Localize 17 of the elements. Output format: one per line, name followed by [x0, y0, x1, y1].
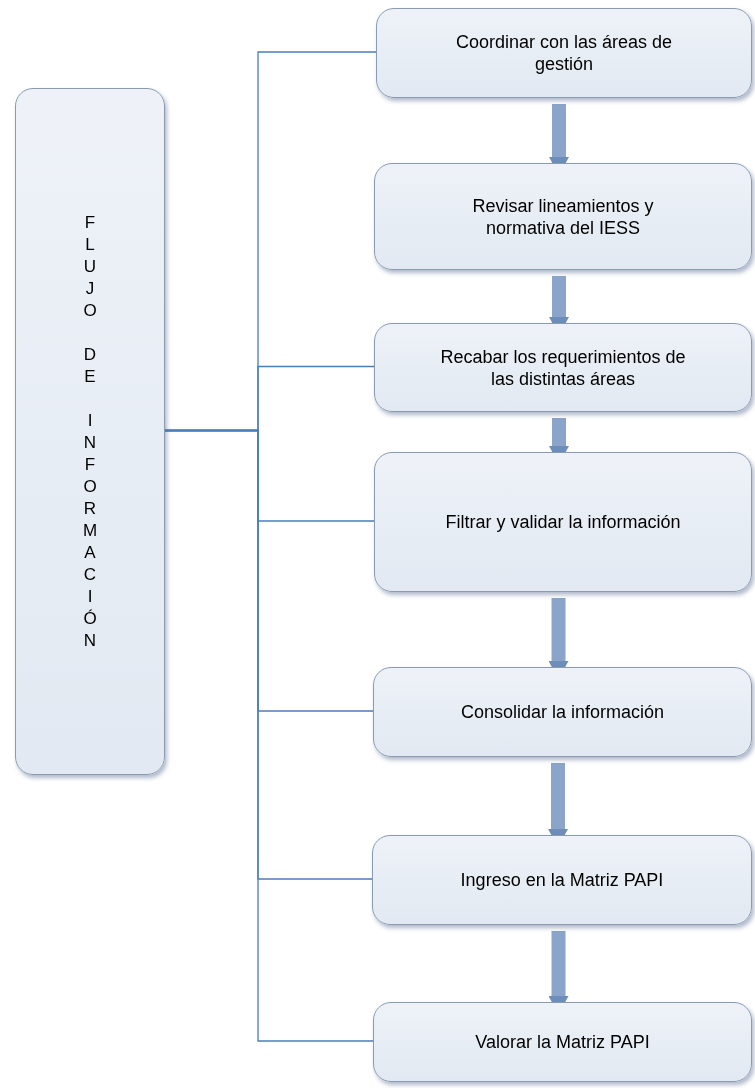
process-box: [374, 452, 752, 592]
process-box: [373, 1002, 752, 1082]
step-label: Valorar la Matriz PAPI: [474, 1031, 651, 1053]
step-label: Recabar los requerimientos de las distintas áreas: [439, 345, 687, 390]
process-box: [376, 8, 752, 98]
process-box: [374, 323, 752, 412]
title-bar: [15, 88, 165, 775]
process-box: [372, 835, 752, 925]
connector-line: [164, 429, 374, 1042]
vertical-label: FLUJO DE INFORMACIÓN: [82, 211, 98, 652]
step-label: Filtrar y validar la información: [444, 511, 682, 533]
step-label: Coordinar con las áreas de gestión: [454, 31, 674, 75]
process-box: [374, 163, 752, 270]
process-box: [373, 667, 752, 757]
step-label: Consolidar la información: [459, 701, 666, 723]
step-label: Ingreso en la Matriz PAPI: [459, 869, 665, 891]
step-label: Revisar lineamientos y normativa del IESS: [471, 194, 655, 239]
